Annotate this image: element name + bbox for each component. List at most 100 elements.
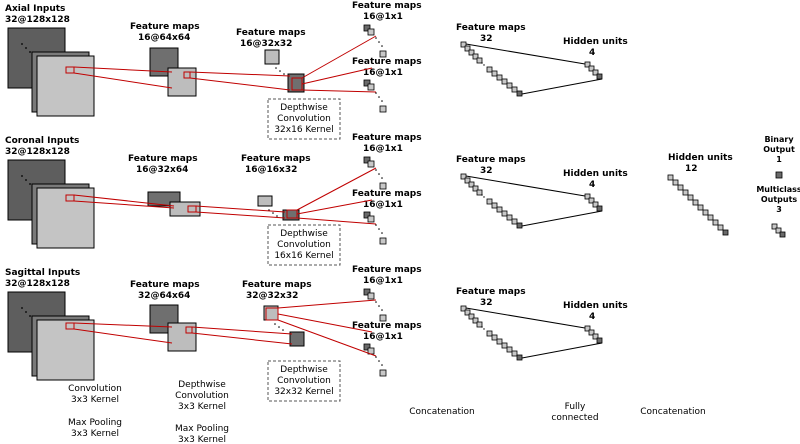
final-hidden-unit [667, 174, 674, 181]
fc-line [465, 175, 586, 197]
stack-dot [483, 64, 485, 66]
hidden-title: Hidden units [563, 169, 628, 179]
concat-unit [511, 86, 518, 93]
output-projection-line [296, 217, 377, 225]
concat-unit [496, 74, 503, 81]
output-unit [363, 79, 371, 87]
conv-label-line2: 3x3 Kernel [71, 395, 119, 405]
fc-line [465, 307, 586, 329]
multiclass-output-unit-1 [771, 223, 778, 230]
final-hidden-units-stack [667, 174, 729, 236]
stack-dot [381, 364, 383, 366]
stack-dot [282, 329, 284, 331]
hidden-unit [592, 69, 599, 76]
stack-dot [378, 173, 380, 175]
concat-unit [511, 350, 518, 357]
stack-dot [274, 323, 276, 325]
out1-size: 16@1x1 [363, 144, 403, 154]
stack-dot [21, 43, 23, 45]
stack-dot [25, 311, 27, 313]
hidden-unit [584, 193, 591, 200]
dw-box-line2: Convolution [277, 240, 331, 250]
output-unit [379, 237, 387, 245]
stack-dot [375, 92, 377, 94]
stack-dot [21, 307, 23, 309]
hidden-unit [592, 333, 599, 340]
hidden-size: 4 [589, 312, 595, 322]
dw-projection-line [195, 211, 286, 219]
stack-dot [483, 196, 485, 198]
fm1-title: Feature maps [130, 22, 200, 32]
fm2-size: 32@32x32 [246, 291, 298, 301]
concat-unit [476, 57, 483, 64]
stack-dot [375, 37, 377, 39]
final-hidden-unit [697, 204, 704, 211]
stack-dot [381, 232, 383, 234]
multiclass-output-line2: Outputs [761, 195, 798, 204]
hidden-size: 4 [589, 180, 595, 190]
dw-box-line3: 32x16 Kernel [274, 125, 333, 135]
fc-label-line1: Fully [565, 402, 586, 412]
concat-unit [501, 342, 508, 349]
stack-dot [276, 215, 278, 217]
output-unit [367, 83, 375, 91]
output-unit [379, 369, 387, 377]
dw-label-line1: Depthwise [178, 380, 226, 390]
output-projection-line [296, 199, 373, 215]
dw-kernel-box [187, 205, 197, 213]
stack-dot [381, 177, 383, 179]
stack-dot [481, 326, 483, 328]
stack-dot [375, 301, 377, 303]
stack-dot [481, 62, 483, 64]
output-projection-line [296, 167, 377, 211]
fc-label-line2: connected [551, 413, 598, 423]
fm2-sheet [264, 49, 280, 65]
concat-unit [476, 321, 483, 328]
hidden-unit [596, 205, 603, 212]
final-hidden-unit [712, 219, 719, 226]
final-hidden-unit [717, 224, 724, 231]
stack-dot [375, 169, 377, 171]
hidden-title: Hidden units [563, 301, 628, 311]
final-hidden-unit [722, 229, 729, 236]
fm2-size: 16@16x32 [245, 165, 297, 175]
stack-dot [272, 212, 274, 214]
concat-title: Feature maps [456, 23, 526, 33]
final-hidden-units-size: 12 [685, 164, 698, 174]
stack-dot [378, 41, 380, 43]
output-unit [367, 215, 375, 223]
output-unit [367, 28, 375, 36]
multiclass-output-unit-3 [779, 231, 786, 238]
final-stage-group: Hidden units 12 Binary Output 1 Multicla… [667, 135, 800, 238]
conv-projection-line [73, 328, 173, 344]
out2-title: Feature maps [352, 57, 422, 67]
final-hidden-units-title: Hidden units [668, 153, 733, 163]
concat2-label: Concatenation [640, 407, 705, 417]
concat-unit [506, 346, 513, 353]
dw-projection-line [191, 326, 293, 335]
multiclass-output-size: 3 [776, 205, 782, 214]
concat-size: 32 [480, 166, 493, 176]
output-projection-line [277, 319, 377, 357]
hidden-unit [584, 325, 591, 332]
stack-dot [25, 47, 27, 49]
conv-projection-line [73, 322, 173, 328]
stack-dot [278, 326, 280, 328]
concat-unit [486, 330, 493, 337]
pool1-label-line2: 3x3 Kernel [71, 429, 119, 439]
concat-unit [516, 354, 523, 361]
output-projection-line [277, 299, 377, 309]
fm2-title: Feature maps [241, 154, 311, 164]
hidden-unit [596, 337, 603, 344]
dw-projection-line [189, 77, 291, 91]
dw-box-line3: 32x32 Kernel [274, 387, 333, 397]
input-size: 32@128x128 [5, 15, 70, 25]
stack-dot [378, 96, 380, 98]
concat-unit [516, 222, 523, 229]
fm2-sheet [257, 195, 273, 207]
out2-size: 16@1x1 [363, 332, 403, 342]
